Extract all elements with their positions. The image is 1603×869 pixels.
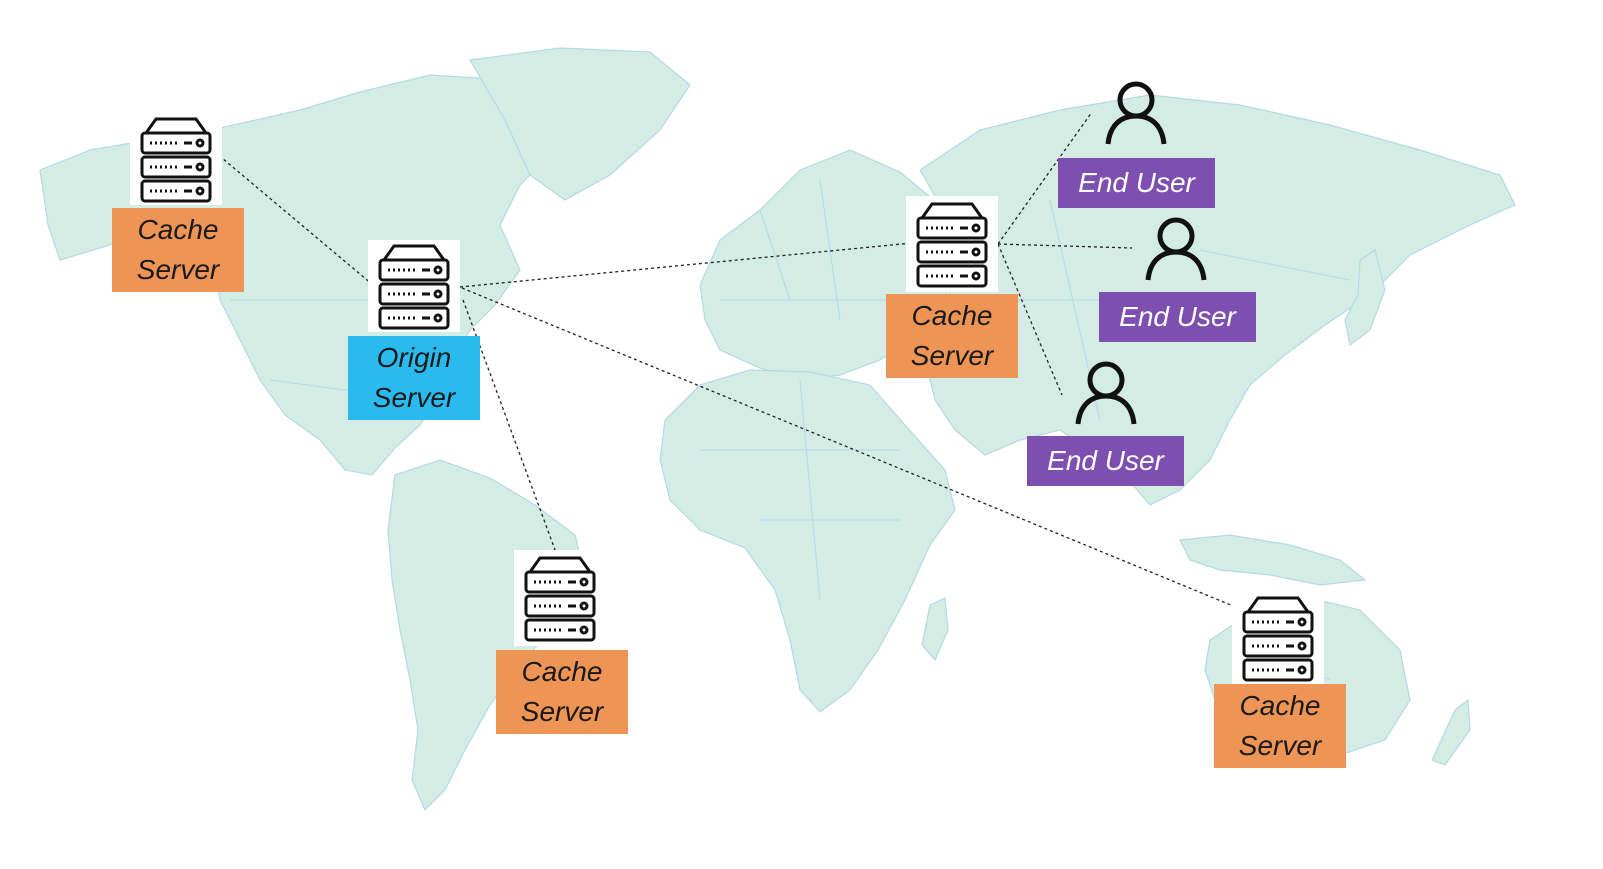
cache-server-label-australia: Cache Server (1214, 684, 1346, 768)
cache-server-label-line1: Cache (137, 214, 219, 245)
cache-server-label-line2: Server (1238, 730, 1322, 761)
cache-server-label-north-america: Cache Server (112, 208, 244, 292)
cache-server-label-line1: Cache (911, 300, 993, 331)
link-origin-to-cache-north-america (221, 157, 374, 286)
link-origin-to-cache-europe (459, 242, 913, 288)
link-origin-to-cache-south-america (462, 299, 559, 559)
server-rack-icon (368, 240, 460, 332)
greenland-landmass (469, 47, 691, 201)
server-rack-icon (906, 196, 998, 292)
cache-server-label-europe: Cache Server (886, 294, 1018, 378)
end-user-label-text: End User (1078, 167, 1195, 198)
cache-server-label-line2: Server (136, 254, 220, 285)
africa-landmass (659, 369, 956, 713)
user-icon (1105, 81, 1167, 145)
user-icon (1075, 361, 1137, 425)
link-origin-to-cache-australia (461, 287, 1239, 609)
cache-server-label-line1: Cache (521, 656, 603, 687)
end-user-label-text: End User (1119, 301, 1236, 332)
server-rack-icon (130, 113, 222, 205)
cache-server-label-line2: Server (910, 340, 994, 371)
cache-server-label-line2: Server (520, 696, 604, 727)
link-cache-europe-to-user-2 (997, 243, 1133, 249)
new-zealand-landmass (1431, 698, 1471, 766)
cache-server-label-line1: Cache (1239, 690, 1321, 721)
end-user-label-text: End User (1047, 445, 1164, 476)
south-america-landmass (387, 459, 586, 812)
origin-server-label: Origin Server (348, 336, 480, 420)
user-icon (1145, 217, 1207, 281)
end-user-label-3: End User (1027, 436, 1184, 486)
server-rack-icon (514, 550, 606, 646)
origin-server-label-line1: Origin (376, 342, 452, 373)
southeast-asia-islands (1179, 534, 1367, 586)
origin-server-label-line2: Server (372, 382, 456, 413)
server-rack-icon (1232, 590, 1324, 686)
end-user-label-2: End User (1099, 292, 1256, 342)
madagascar-landmass (921, 597, 949, 662)
cache-server-label-south-america: Cache Server (496, 650, 628, 734)
japan-landmass (1344, 249, 1386, 347)
end-user-label-1: End User (1058, 158, 1215, 208)
